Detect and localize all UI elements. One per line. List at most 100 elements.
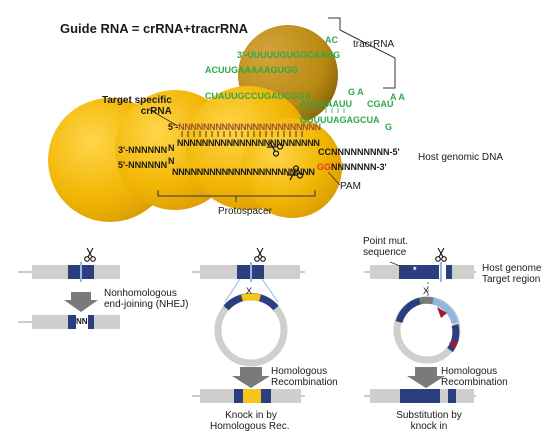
scissors-icon	[435, 247, 447, 262]
crossover-line	[261, 278, 279, 303]
arrow-down-icon	[232, 367, 270, 388]
dna-bot-right: NNNNNNN-3'	[331, 162, 387, 172]
point-mut-line2: sequence	[363, 247, 407, 258]
point-mutation-site	[419, 296, 434, 305]
dna-top-right: CCNNNNNNNNN-5'	[318, 147, 400, 157]
tracr-a-a: A A	[390, 92, 405, 102]
scissors-icon	[254, 247, 266, 262]
panel-knockin	[192, 247, 305, 403]
host-genomic-dna-label: Host genomic DNA	[418, 152, 504, 163]
host-genome-line1: Host genome	[482, 263, 542, 274]
panel-nhej	[18, 247, 120, 329]
host-gene-segment	[264, 265, 300, 279]
host-genome-line2: Target region	[482, 274, 541, 285]
target-crrna-line2: crRNA	[140, 106, 172, 117]
crrna-row: 5'-NNNNNNNNNNNNNNNNNNNNNNN	[168, 122, 321, 133]
target-gene-segment	[261, 389, 271, 403]
target-gene-segment	[400, 389, 440, 403]
subst-line1: Substitution by	[396, 410, 462, 421]
hr1-line1: Homologous	[271, 366, 328, 377]
target-gene-segment	[68, 315, 76, 329]
insert-sequence	[241, 293, 261, 302]
arrow-down-icon	[407, 367, 445, 388]
host-gene-segment	[452, 265, 474, 279]
tracr-mid-b: CGAU	[367, 99, 394, 109]
hr1-line2: Recombination	[271, 377, 338, 388]
arrow-marker-icon	[437, 307, 447, 318]
homology-arms	[431, 297, 459, 325]
tracr-g-a: G A	[348, 87, 364, 97]
protospacer-label: Protospacer	[218, 206, 272, 217]
hr2-line1: Homologous	[441, 366, 498, 377]
point-mut-star: *	[413, 265, 417, 275]
substitution-caption: Substitution by knock in	[394, 410, 464, 432]
tracr-guuu-line: GUUUUAGAGCUA	[300, 115, 380, 125]
scissors-icon	[84, 247, 96, 262]
knockin-line1: Knock in by	[225, 410, 277, 421]
x-label-1: X	[246, 286, 253, 296]
host-gene-segment	[370, 389, 400, 403]
crrna-basepair-ticks	[181, 131, 303, 137]
cas9-protein	[48, 25, 342, 222]
scissors-icon	[286, 165, 304, 181]
target-gene-segment	[88, 315, 94, 329]
crossover-line	[224, 278, 241, 303]
tracrrna-bracket	[328, 17, 396, 89]
host-gene-segment	[200, 265, 238, 279]
target-gene-segment	[448, 389, 456, 403]
tracr-basepair-ticks	[301, 108, 345, 113]
tracrrna-label: tracrRNA	[353, 39, 395, 50]
target-crrna-line1: Target specific	[102, 95, 172, 106]
homology-arms	[395, 297, 422, 324]
subst-line2: knock in	[410, 421, 448, 432]
tracr-loop-seq: 3'-UUUUUGUGGCAAUG	[237, 50, 341, 60]
dna-target-strand: NNNNNNNNNNNNNNNNNNNNNNN	[177, 138, 320, 148]
target-gene-segment	[399, 265, 439, 279]
host-gene-segment	[200, 389, 238, 403]
pam-gg: GG	[317, 162, 332, 172]
host-gene-segment	[271, 389, 301, 403]
target-gene-segment	[446, 265, 452, 279]
hr-label-1: Homologous Recombination	[271, 366, 338, 388]
tracr-mid-a: AUAAAAUU	[300, 99, 352, 109]
host-gene-segment	[94, 265, 120, 279]
dna-n-bot: N	[168, 156, 175, 166]
dna-nontarget-strand: NNNNNNNNNNNNNNNNNNNNNNN	[172, 167, 315, 177]
dna-bot-right-wrap: GGNNNNNNN-3'	[317, 162, 387, 173]
tracr-cu-line: CUAUUGCCUGAUCGGA	[205, 91, 311, 101]
point-mut-pointer	[389, 261, 411, 271]
knockin-line2: Homologous Rec.	[210, 421, 290, 432]
target-crrna-label: Target specific crRNA	[102, 95, 172, 117]
host-gene-segment	[370, 265, 400, 279]
target-gene-segment	[234, 389, 243, 403]
gap	[439, 265, 447, 279]
hr-label-2: Homologous Recombination	[441, 366, 508, 388]
insert-segment	[243, 389, 261, 403]
point-mut-label: Point mut. sequence	[363, 236, 408, 258]
crrna-pointer	[149, 109, 179, 127]
diagram-title: Guide RNA = crRNA+tracrRNA	[60, 21, 249, 36]
tracr-g-end: G	[385, 122, 393, 132]
tracr-loop-end: AC	[325, 35, 338, 45]
x-label-2: X	[423, 286, 430, 296]
point-mut-line1: Point mut.	[363, 236, 409, 247]
tracr-3prime: 3'-UUUUUGUGGCAAUG	[237, 50, 341, 61]
substituted-site	[440, 389, 448, 403]
host-gene-segment	[32, 315, 70, 329]
knockin-caption: Knock in by Homologous Rec.	[210, 410, 289, 432]
nn-label: NN	[76, 317, 88, 326]
dna-n-top: N	[168, 143, 175, 153]
host-gene-segment	[32, 265, 70, 279]
dna-bot-left: 5'-NNNNNN	[118, 160, 168, 170]
host-genome-label: Host genome Target region	[482, 263, 541, 285]
crrna-sequence: NNNNNNNNNNNNNNNNNNNNNNN	[178, 122, 321, 132]
arrow-marker-icon	[449, 340, 459, 349]
homology-arms	[447, 324, 460, 353]
crrna-5prime: 5'-	[168, 122, 179, 132]
host-gene-segment	[456, 389, 474, 403]
hr2-line2: Recombination	[441, 377, 508, 388]
nhej-line1: Nonhomologous	[104, 288, 177, 299]
scissors-icon	[266, 141, 284, 157]
protospacer-bracket	[157, 190, 316, 202]
